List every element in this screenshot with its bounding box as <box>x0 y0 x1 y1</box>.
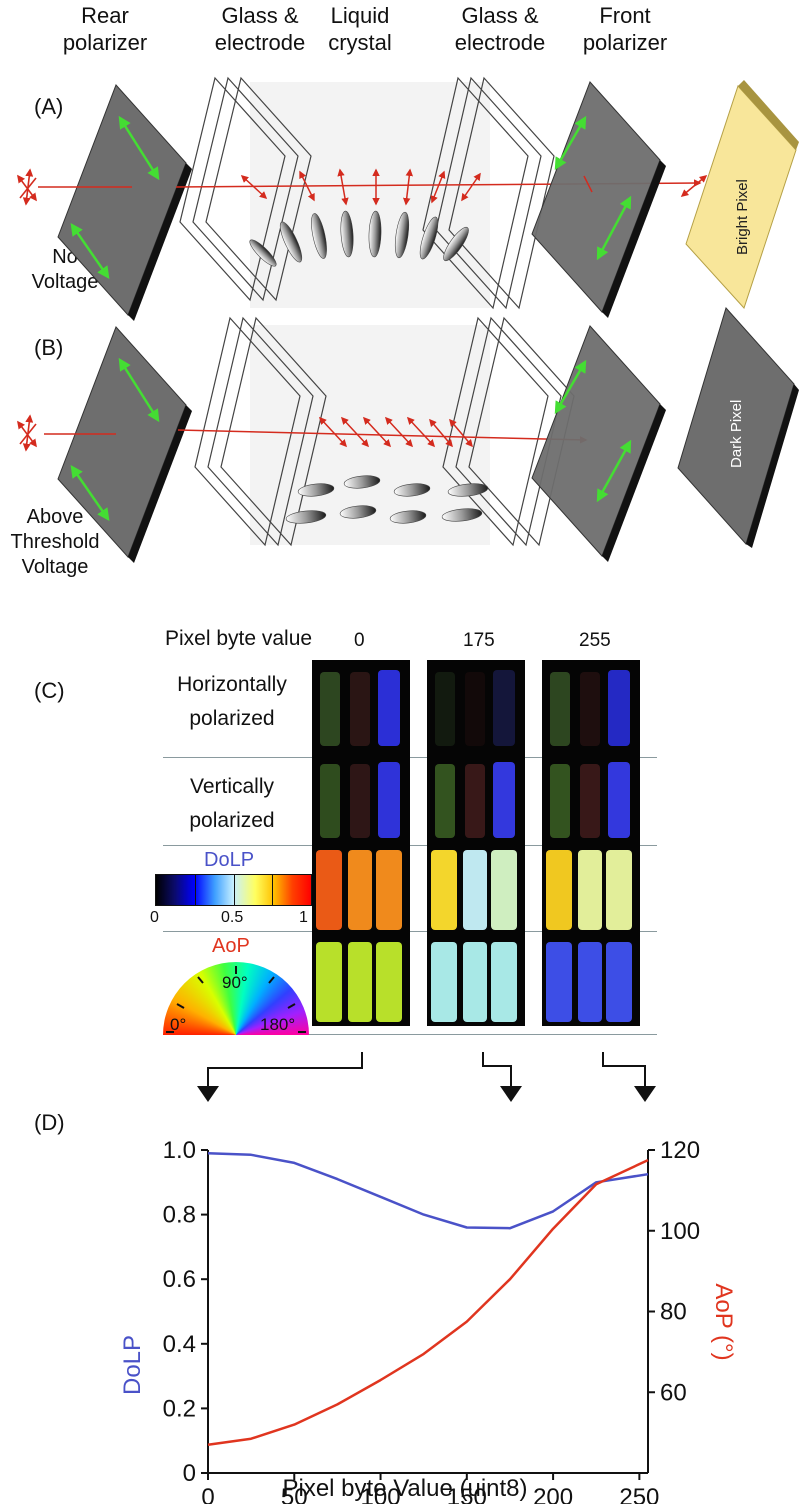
header-liquid-crystal: Liquid crystal <box>328 3 392 55</box>
front-polarizer-a <box>531 81 666 318</box>
rear-polarizer-a <box>57 84 192 321</box>
lc-molecules-b <box>285 475 489 524</box>
header-glass-electrode-2: Glass & electrode <box>454 3 546 55</box>
bright-pixel-label: Bright Pixel <box>734 179 751 255</box>
glass-electrode-2-b <box>442 316 575 547</box>
above-threshold-label: Above Threshold Voltage <box>10 506 100 578</box>
dolp-tick-05: 0.5 <box>221 909 244 926</box>
aop-tick-90: 90° <box>222 973 248 992</box>
dark-pixel <box>677 307 799 548</box>
unpolarized-light-a <box>17 168 37 206</box>
y-axis-label-left: DoLP <box>119 1335 146 1395</box>
y-axis-label-right: AoP (°) <box>710 1283 737 1360</box>
panel-label-c: (C) <box>34 678 65 703</box>
dolp-colorbar <box>155 874 312 906</box>
lcd-diagram <box>17 76 799 563</box>
x-tick-label: 100 <box>361 1484 401 1504</box>
panel-label-a: (A) <box>34 94 64 119</box>
rear-polarizer-b <box>57 326 192 563</box>
y-left-tick-label: 0.8 <box>163 1202 196 1229</box>
row-separator <box>163 1034 657 1035</box>
y-right-tick-label: 100 <box>660 1218 700 1245</box>
c-to-d-connectors <box>197 1052 656 1102</box>
unpolarized-light-b <box>17 414 37 452</box>
y-left-tick-label: 1.0 <box>163 1137 196 1164</box>
row-separator <box>163 757 657 758</box>
dolp-tick-1: 1 <box>299 909 308 926</box>
liquid-crystal-cell-a <box>250 82 490 308</box>
header-rear-polarizer: Rear polarizer <box>62 3 148 55</box>
byte-value-0: 0 <box>354 630 365 651</box>
dolp-aop-chart: 0 50 100 150 200 250 0 0.2 0.4 0.6 0.8 1.0 60 80 100 12… <box>119 1137 737 1504</box>
x-tick-label: 50 <box>281 1484 308 1504</box>
bright-pixel <box>680 80 799 309</box>
pixel-byte-value-label: Pixel byte value <box>165 627 313 650</box>
panel-label-d: (D) <box>34 1110 65 1135</box>
series-line-aop <box>207 1158 649 1446</box>
y-left-tick-label: 0.2 <box>163 1395 196 1422</box>
byte-value-175: 175 <box>463 630 495 651</box>
y-left-tick-label: 0.6 <box>163 1266 196 1293</box>
aop-wheel-title: AoP <box>212 935 250 957</box>
row-separator <box>163 845 657 846</box>
chart-axes <box>201 1149 655 1480</box>
y-left-tick-label: 0 <box>183 1460 196 1487</box>
x-tick-label: 150 <box>447 1484 487 1504</box>
y-right-tick-label: 120 <box>660 1137 700 1164</box>
chart-tick-labels: 0 50 100 150 200 250 0 0.2 0.4 0.6 0.8 1.0 60 80 100 12… <box>163 1137 700 1504</box>
header-glass-electrode-1: Glass & electrode <box>214 3 306 55</box>
front-polarizer-b <box>531 325 666 562</box>
aop-tick-180: 180° <box>260 1015 296 1034</box>
aop-wheel-ticks <box>166 966 306 1033</box>
byte-value-255: 255 <box>579 630 611 651</box>
x-tick-label: 200 <box>533 1484 573 1504</box>
chart-series <box>207 1151 649 1446</box>
header-front-polarizer: Front polarizer <box>582 3 668 55</box>
polarization-arrows-b <box>318 416 473 448</box>
x-axis-label: Pixel byte Value (uint8) <box>282 1475 527 1502</box>
y-right-tick-label: 60 <box>660 1379 687 1406</box>
row-separator <box>163 931 657 932</box>
x-tick-label: 250 <box>619 1484 659 1504</box>
image-tile-175 <box>427 660 525 1026</box>
row-label-horizontal: Horizontally polarized <box>177 673 287 730</box>
dark-pixel-label: Dark Pixel <box>728 399 745 468</box>
row-b-diagram <box>17 307 799 563</box>
y-right-tick-label: 80 <box>660 1299 687 1326</box>
series-line-dolp <box>207 1151 649 1230</box>
lc-molecules-a <box>249 210 469 267</box>
y-left-tick-label: 0.4 <box>163 1331 196 1358</box>
image-tile-255 <box>542 660 640 1026</box>
dolp-colorbar-title: DoLP <box>204 849 255 871</box>
polarization-arrows-a <box>240 168 481 206</box>
row-label-vertical: Vertically polarized <box>189 775 275 832</box>
panel-label-b: (B) <box>34 335 64 360</box>
row-a-diagram <box>17 76 799 321</box>
glass-electrode-1-b <box>194 316 327 547</box>
x-tick-label: 0 <box>201 1484 214 1504</box>
aop-tick-0: 0° <box>170 1015 187 1034</box>
image-tile-0 <box>312 660 410 1026</box>
glass-electrode-1-a <box>179 76 312 302</box>
dolp-tick-0: 0 <box>150 909 159 926</box>
